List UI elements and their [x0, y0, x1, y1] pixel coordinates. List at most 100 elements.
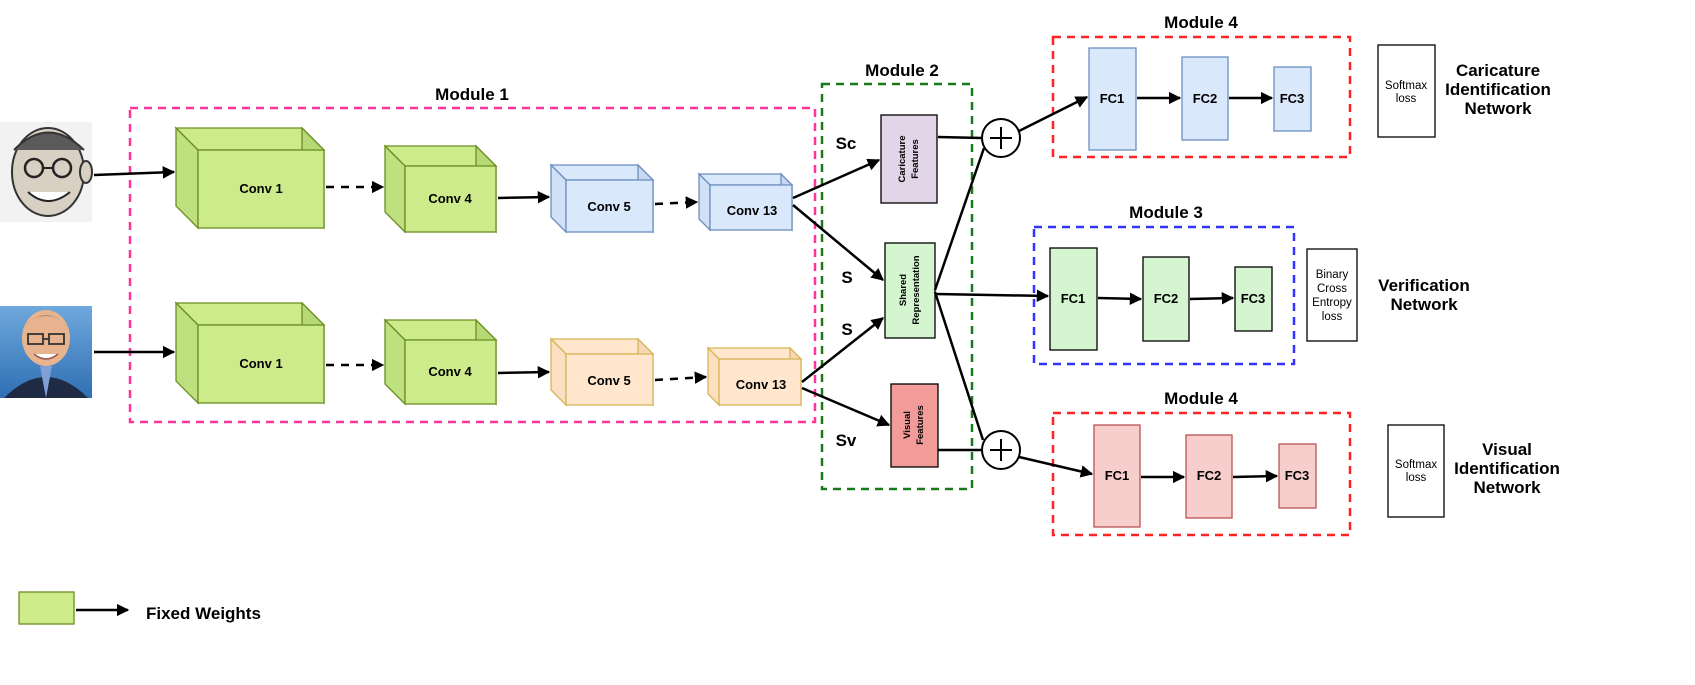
module-4-top-border [1051, 35, 1352, 159]
visual-features-line1: Visual [902, 411, 913, 439]
s-bottom-label: S [841, 320, 852, 339]
plus-icon [981, 430, 1021, 470]
module-1-label: Module 1 [435, 85, 509, 104]
fc-label: FC2 [1197, 468, 1222, 483]
network-label: Network [1473, 478, 1541, 497]
fc3-verification-box [1234, 266, 1273, 332]
conv-label: Conv 4 [428, 191, 472, 206]
visual-features-line2: Features [915, 405, 926, 445]
module-4-bottom-label: Module 4 [1164, 389, 1238, 408]
conv-label: Conv 13 [736, 377, 787, 392]
fc1-visual-box [1093, 424, 1141, 528]
module-2-label: Module 2 [865, 61, 939, 80]
conv-label: Conv 4 [428, 364, 472, 379]
fc3-visual-box [1278, 443, 1317, 509]
caricature-face-image [0, 122, 93, 222]
conv-block-top-5: Conv 5 [549, 163, 655, 234]
network-label: Caricature [1456, 61, 1540, 80]
conv-block-top-1: Conv 1 [174, 126, 326, 230]
loss-line: Binary [1316, 269, 1349, 281]
fc3-caricature-box [1273, 66, 1312, 132]
arrow-icon [1232, 470, 1279, 483]
fc2-caricature-box [1181, 56, 1229, 141]
arrow-icon [654, 371, 708, 384]
s-top-label: S [841, 268, 852, 287]
caricature-features-line1: Caricature [897, 136, 908, 183]
loss-line: loss [1396, 93, 1417, 105]
shared-representation-line1: Shared [898, 274, 909, 306]
module-2-border [820, 82, 974, 491]
fc-label: FC2 [1193, 91, 1218, 106]
softmax-loss-bottom-box [1387, 424, 1445, 518]
conv-block-bottom-1: Conv 1 [174, 301, 326, 405]
arrow-icon [1097, 292, 1143, 305]
conv-label: Conv 1 [239, 356, 282, 371]
connector-line [933, 291, 985, 441]
network-label: Visual [1482, 440, 1532, 459]
arrow-icon [497, 190, 551, 204]
legend-green-swatch [18, 591, 75, 625]
conv-label: Conv 1 [239, 181, 282, 196]
loss-line: loss [1322, 311, 1343, 323]
loss-line: Softmax [1385, 80, 1427, 92]
arrow-icon [801, 317, 884, 383]
conv-label: Conv 5 [587, 373, 630, 388]
module-3-label: Module 3 [1129, 203, 1203, 222]
conv-label: Conv 5 [587, 199, 630, 214]
module-1-border [128, 106, 817, 424]
conv-block-bottom-4: Conv 4 [383, 318, 498, 406]
fc-label: FC1 [1061, 291, 1086, 306]
sc-label: Sc [836, 134, 857, 153]
network-label: Network [1464, 99, 1532, 118]
network-label: Identification [1454, 459, 1560, 478]
legend-label: Fixed Weights [146, 604, 261, 623]
fc1-verification-box [1049, 247, 1098, 351]
arrow-icon [1018, 95, 1089, 133]
fc-label: FC1 [1100, 91, 1125, 106]
conv-label: Conv 13 [727, 203, 778, 218]
fc-label: FC3 [1280, 91, 1305, 106]
fc-label: FC2 [1154, 291, 1179, 306]
arrow-icon [497, 365, 551, 379]
connector-line [937, 135, 983, 140]
arrow-icon [792, 158, 881, 200]
module-3-border [1032, 225, 1296, 366]
fc-label: FC1 [1105, 468, 1130, 483]
arrow-icon [792, 204, 884, 281]
arrow-icon [801, 386, 891, 427]
conv-block-top-4: Conv 4 [383, 144, 498, 234]
connector-line [933, 147, 986, 291]
shared-representation-line2: Representation [911, 255, 922, 324]
loss-line: Cross [1317, 283, 1347, 295]
loss-line: Entropy [1312, 297, 1352, 309]
plus-icon [981, 118, 1021, 158]
conv-block-bottom-5: Conv 5 [549, 337, 655, 407]
loss-line: Softmax [1395, 459, 1437, 471]
softmax-loss-top-box [1377, 44, 1436, 138]
arrow-icon [93, 166, 176, 179]
loss-line: loss [1406, 472, 1427, 484]
fc-label: FC3 [1241, 291, 1266, 306]
arrow-icon [935, 289, 1050, 303]
fc-label: FC3 [1285, 468, 1310, 483]
fc1-caricature-box [1088, 47, 1137, 151]
conv-block-bottom-13: Conv 13 [706, 346, 803, 407]
sv-label: Sv [836, 431, 857, 450]
arrow-icon [1018, 455, 1094, 478]
fc2-visual-box [1185, 434, 1233, 519]
caricature-features-box: Caricature Features [880, 114, 938, 204]
network-label: Verification [1378, 276, 1470, 295]
module-4-bottom-border [1051, 411, 1352, 537]
shared-representation-box: Shared Representation [884, 242, 936, 339]
visual-features-box: Visual Features [890, 383, 939, 468]
module-4-top-label: Module 4 [1164, 13, 1238, 32]
caricature-features-line2: Features [910, 139, 921, 179]
network-label: Identification [1445, 80, 1551, 99]
network-label: Network [1390, 295, 1458, 314]
bce-loss-box [1306, 248, 1358, 342]
fc2-verification-box [1142, 256, 1190, 342]
arrow-icon [1189, 292, 1235, 305]
photo-face-image [0, 306, 92, 398]
legend: Fixed Weights [18, 591, 261, 625]
